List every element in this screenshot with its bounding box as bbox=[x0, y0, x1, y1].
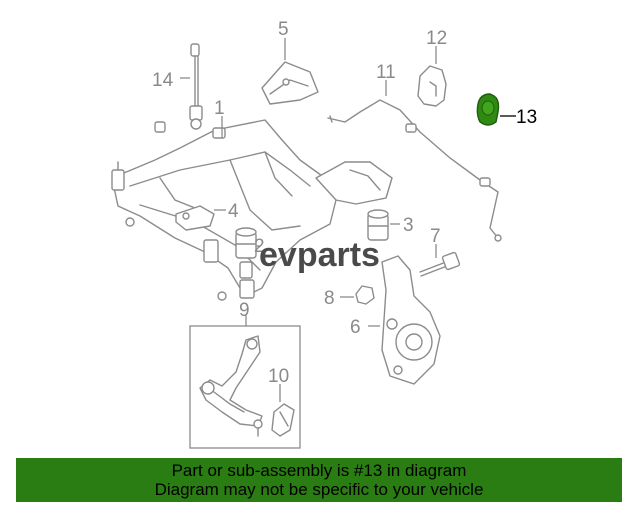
callout-2: 2 bbox=[254, 236, 265, 257]
callout-5: 5 bbox=[278, 19, 289, 40]
stabilizer-bar bbox=[327, 99, 502, 242]
watermark-logo: evparts bbox=[259, 236, 380, 274]
callout-12: 12 bbox=[426, 28, 447, 49]
bracket-5 bbox=[261, 61, 319, 105]
bolt-7 bbox=[419, 251, 461, 277]
bracket-4 bbox=[175, 205, 215, 231]
nut-8 bbox=[355, 285, 375, 305]
ball-joint-10 bbox=[271, 403, 295, 437]
clamp-12 bbox=[417, 65, 447, 107]
callout-8: 8 bbox=[324, 288, 335, 309]
parts-diagram: 14 1 5 4 2 bbox=[111, 19, 537, 449]
callout-4: 4 bbox=[228, 201, 239, 222]
bushing-3 bbox=[367, 209, 389, 241]
callout-6: 6 bbox=[350, 317, 361, 338]
notice-line-1: Part or sub-assembly is #13 in diagram bbox=[171, 461, 467, 480]
callout-9: 9 bbox=[239, 300, 250, 321]
bushing-2 bbox=[235, 227, 257, 279]
callout-1: 1 bbox=[214, 98, 225, 119]
front-suspension-member bbox=[111, 119, 393, 301]
callout-14: 14 bbox=[152, 70, 174, 91]
stabilizer-link bbox=[189, 43, 203, 130]
callout-7: 7 bbox=[430, 226, 441, 247]
steering-knuckle bbox=[381, 255, 441, 385]
highlighted-bushing-13 bbox=[476, 93, 500, 126]
watermark-text: evparts bbox=[259, 236, 380, 274]
callout-11: 11 bbox=[376, 62, 396, 83]
callout-3: 3 bbox=[403, 215, 414, 236]
callout-13: 13 bbox=[516, 107, 537, 128]
notice-line-2: Diagram may not be specific to your vehi… bbox=[154, 480, 484, 499]
notice-banner: Part or sub-assembly is #13 in diagram D… bbox=[16, 458, 622, 502]
callout-10: 10 bbox=[268, 366, 289, 387]
lower-control-arm bbox=[199, 335, 263, 437]
